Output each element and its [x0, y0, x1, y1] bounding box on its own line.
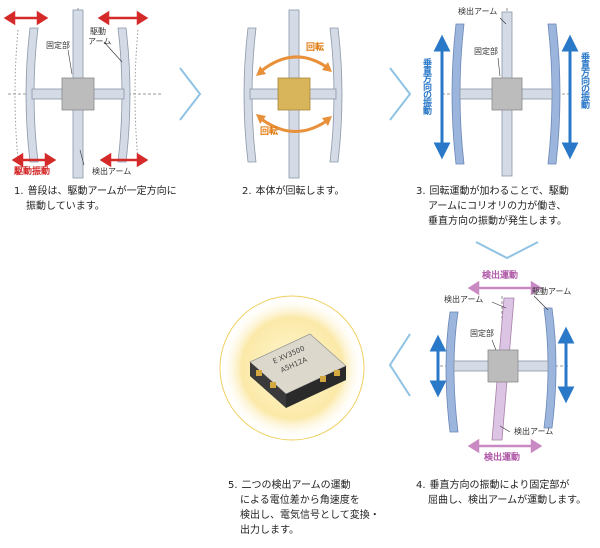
fixed-part-label: 固定部 [470, 329, 494, 338]
panel-2-rotation: 回転 回転 2.本体が回転します。 [210, 0, 380, 230]
tuning-fork-diagram-3 [433, 8, 579, 177]
caption-1: 1.普段は、駆動アームが一定方向に 振動しています。 [14, 186, 177, 212]
caption-4: 4.垂直方向の振動により固定部が 屈曲し、検出アームが運動します。 [416, 480, 587, 506]
red-arrow-top-right [97, 10, 149, 26]
rotation-arrow-bottom [259, 116, 329, 133]
drive-arm-label: 駆動アーム [532, 287, 572, 296]
caption-2: 2.本体が回転します。 [242, 186, 345, 197]
tuning-fork-diagram-1 [3, 8, 162, 179]
detect-motion-label-bottom: 検出運動 [484, 453, 521, 463]
fixed-part-label: 固定部 [46, 41, 70, 50]
gyro-chip-image [219, 295, 365, 441]
drive-vibration-label: 駆動振動 [14, 167, 51, 177]
tuning-fork-diagram-2 [243, 9, 343, 179]
red-arrow-bottom-left [11, 152, 57, 168]
detect-arm-label-bottom: 検出アーム [514, 427, 554, 436]
chevron-right-icon [179, 67, 202, 121]
panel-5-output: E XV3500 A5H12A 5.二つの検出アームの運動 による電位差から角速… [210, 290, 390, 548]
chevron-down-icon [475, 241, 539, 260]
vertical-arrow-right [557, 326, 575, 404]
drive-arm-label-line1: 駆動 [90, 27, 106, 36]
vertical-arrow-left [429, 334, 447, 398]
red-arrow-bottom-right [99, 152, 149, 168]
vertical-vibration-label-left: 垂直方向の振動 [421, 58, 431, 114]
caption-3: 3.回転運動が加わることで、駆動 アームにコリオリの力が働き、 垂直方向の振動が… [416, 186, 569, 227]
rotation-label-top: 回転 [306, 43, 325, 53]
tuning-fork-diagram-4 [429, 280, 575, 454]
panel-3-coriolis: 検出アーム 固定部 垂直方向の振動 垂直方向の振動 3.回転運動が加わることで、… [412, 0, 600, 240]
rotation-arrow-top [259, 55, 329, 74]
red-arrow-top-left [3, 10, 49, 26]
chevron-right-icon [389, 67, 412, 121]
chip-side-right [286, 366, 346, 408]
detect-arm-label-top: 検出アーム [444, 295, 484, 304]
chevron-left-icon [388, 333, 411, 397]
fixed-part-label: 固定部 [474, 47, 498, 56]
rotation-label-bottom: 回転 [260, 127, 279, 137]
panel-4-detection: 検出運動 検出アーム 駆動アーム 固定部 検出アーム 検出運動 4.垂直方向の振… [410, 262, 600, 548]
vertical-vibration-arrow-right [561, 34, 579, 160]
detect-motion-arrow-bottom [467, 438, 543, 454]
vertical-vibration-arrow-left [433, 34, 451, 160]
detect-motion-arrow-top [467, 280, 543, 296]
detect-arm-label: 検出アーム [92, 167, 132, 176]
drive-arm-label-line2: アーム [88, 37, 112, 46]
detect-motion-label-top: 検出運動 [482, 271, 519, 281]
caption-5: 5.二つの検出アームの運動 による電位差から角速度を 検出し、電気信号として変換… [228, 480, 380, 536]
panel-1-normal-state: 固定部 駆動 アーム 駆動振動 検出アーム 1.普段は、駆動アームが一定方向に … [0, 0, 177, 230]
vertical-vibration-label-right: 垂直方向の振動 [579, 52, 589, 108]
detect-arm-label: 検出アーム [458, 7, 498, 16]
